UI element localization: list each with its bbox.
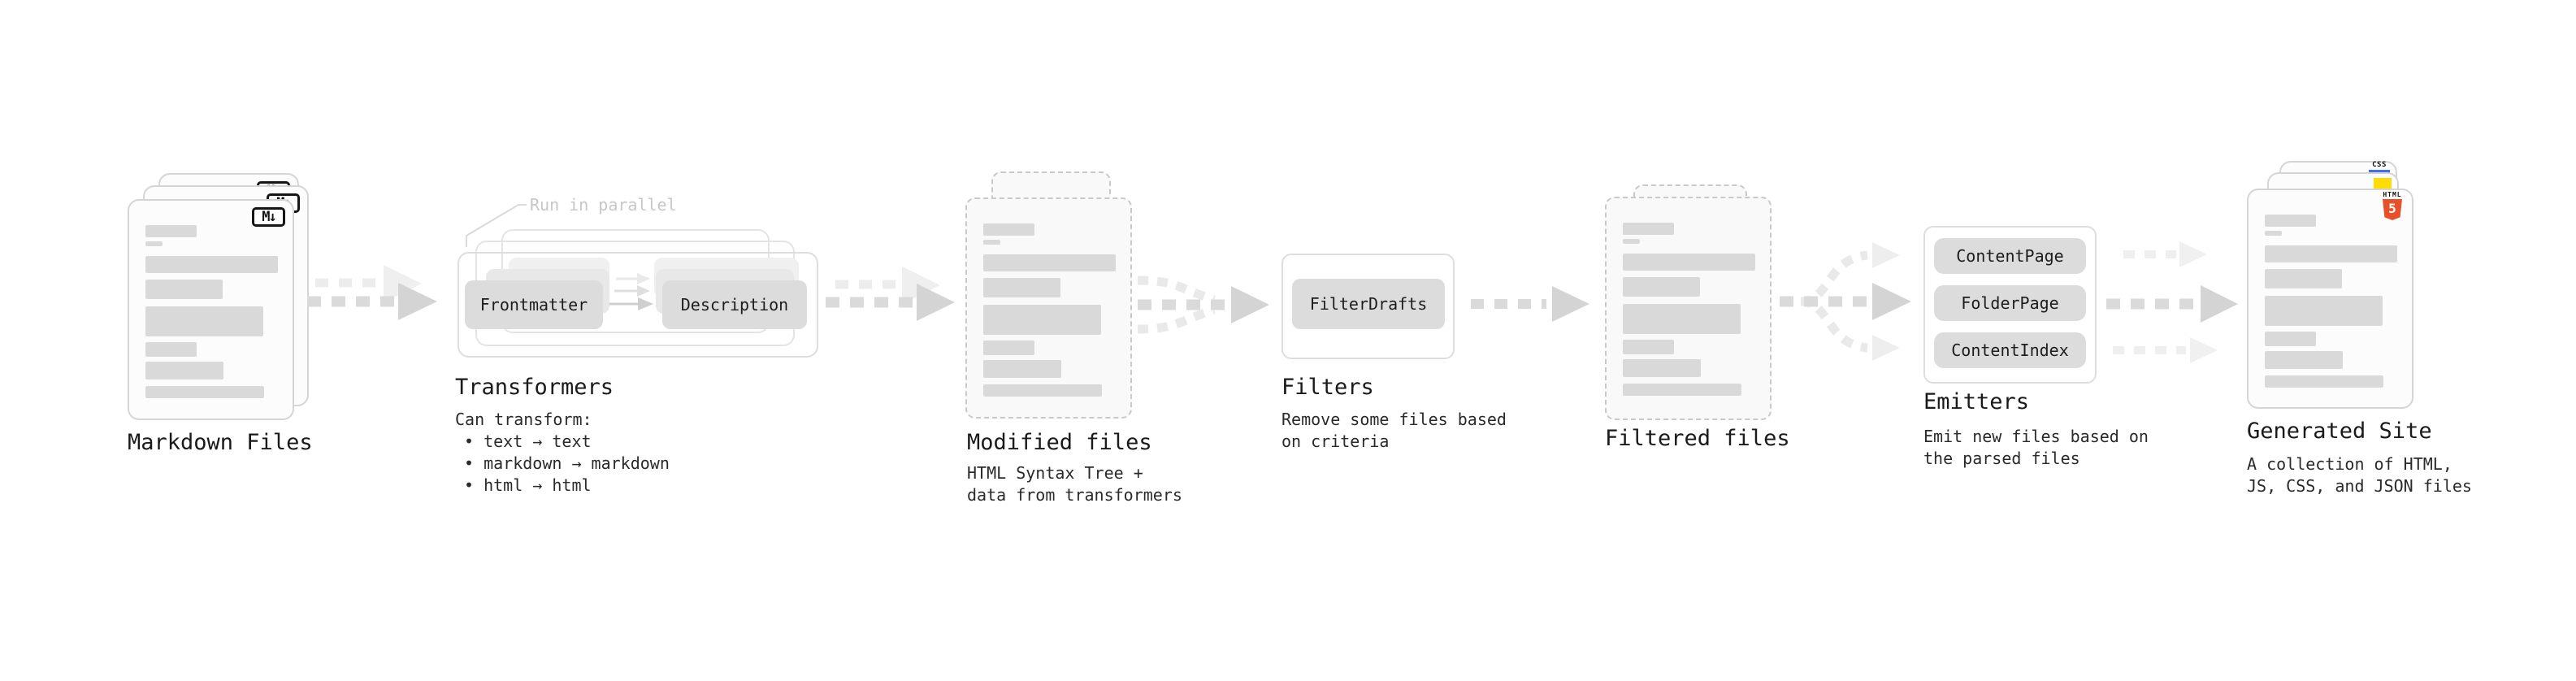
placeholder-text-bar (2265, 215, 2316, 227)
html5-shield: 5 (2383, 199, 2402, 220)
placeholder-text-bar (1623, 340, 1674, 354)
html5-icon: HTML 5 (2382, 191, 2403, 220)
filtered-file-front (1605, 197, 1772, 420)
description-line: Can transform: (455, 410, 592, 429)
arrow-filters-to-filtered (1471, 286, 1589, 322)
description-line: data from transformers (967, 485, 1182, 505)
placeholder-text-bar (983, 305, 1101, 335)
document-placeholder-lines (983, 199, 1116, 417)
placeholder-text-bar (145, 306, 263, 336)
filters-description: Remove some files based on criteria (1281, 409, 1507, 453)
description-line: • text → text (464, 432, 592, 451)
filterdrafts-pill: FilterDrafts (1292, 279, 1445, 329)
emitters-description: Emit new files based on the parsed files (1923, 426, 2149, 470)
placeholder-text-bar (1623, 304, 1741, 334)
arrow-emitters-to-generated (2106, 241, 2238, 363)
transformers-description: Can transform: • text → text • markdown … (455, 409, 670, 497)
placeholder-text-bar (983, 223, 1034, 236)
markdown-file-front: M↓ (128, 199, 294, 420)
document-placeholder-lines (2265, 190, 2397, 407)
markdown-files-title: Markdown Files (128, 430, 313, 455)
arrow-transformers-to-modified (826, 267, 955, 321)
placeholder-text-bar (1623, 223, 1674, 235)
js-file-icon (2374, 178, 2392, 189)
transformers-title: Transformers (455, 375, 614, 400)
document-placeholder-lines (1623, 198, 1755, 419)
description-line: Remove some files based (1281, 410, 1507, 429)
markdown-icon: M↓ (252, 207, 285, 227)
placeholder-text-bar (145, 241, 163, 246)
description-line: JS, CSS, and JSON files (2247, 476, 2472, 496)
placeholder-text-bar (2265, 245, 2397, 262)
placeholder-text-bar (983, 254, 1116, 271)
frontmatter-pill: Frontmatter (465, 280, 603, 329)
transformer-lane-front (458, 252, 818, 358)
description-line: HTML Syntax Tree + (967, 463, 1143, 483)
document-placeholder-lines (145, 201, 278, 419)
emitters-title: Emitters (1923, 389, 2030, 414)
placeholder-text-bar (145, 225, 197, 237)
generated-file-html (2247, 189, 2413, 409)
placeholder-text-bar (2265, 351, 2343, 369)
css-label: CSS (2372, 161, 2387, 169)
placeholder-text-bar (2265, 231, 2282, 236)
description-line: on criteria (1281, 432, 1390, 451)
emitter-pill-contentpage: ContentPage (1934, 238, 2086, 274)
placeholder-text-bar (1623, 359, 1701, 377)
description-line: • html → html (464, 475, 592, 495)
modified-files-title: Modified files (967, 430, 1152, 455)
placeholder-text-bar (2265, 269, 2342, 288)
placeholder-text-bar (1623, 384, 1741, 396)
placeholder-text-bar (1623, 277, 1700, 297)
emitter-pill-folderpage: FolderPage (1934, 285, 2086, 321)
placeholder-text-bar (983, 278, 1060, 297)
placeholder-text-bar (1623, 239, 1640, 244)
placeholder-text-bar (2265, 375, 2383, 388)
placeholder-text-bar (983, 360, 1061, 378)
description-line: Emit new files based on (1923, 427, 2149, 446)
placeholder-text-bar (2265, 332, 2316, 346)
css-file-icon: CSS (2369, 162, 2390, 173)
run-in-parallel-annotation: Run in parallel (530, 195, 677, 215)
placeholder-text-bar (145, 362, 223, 380)
placeholder-text-bar (145, 256, 278, 273)
filters-title: Filters (1281, 375, 1374, 400)
filtered-files-title: Filtered files (1605, 426, 1790, 451)
arrow-modified-to-filters (1137, 275, 1269, 334)
placeholder-text-bar (2265, 296, 2383, 326)
generated-site-description: A collection of HTML, JS, CSS, and JSON … (2247, 453, 2472, 497)
description-line: A collection of HTML, (2247, 454, 2452, 474)
placeholder-text-bar (983, 240, 1000, 245)
html5-label: HTML (2383, 191, 2402, 198)
placeholder-text-bar (983, 384, 1102, 397)
modified-files-description: HTML Syntax Tree + data from transformer… (967, 462, 1182, 506)
description-line: • markdown → markdown (464, 453, 670, 473)
placeholder-text-bar (983, 340, 1034, 355)
description-pill: Description (662, 280, 807, 329)
arrow-filtered-to-emitters (1780, 242, 1911, 361)
modified-file-front (965, 197, 1132, 419)
placeholder-text-bar (1623, 254, 1755, 271)
placeholder-text-bar (145, 342, 197, 357)
description-line: the parsed files (1923, 449, 2080, 468)
placeholder-text-bar (145, 386, 264, 398)
arrow-markdown-to-transformers (307, 265, 437, 320)
placeholder-text-bar (145, 280, 223, 299)
emitter-pill-contentindex: ContentIndex (1934, 332, 2086, 368)
generated-site-title: Generated Site (2247, 419, 2432, 444)
css-blue-bar (2369, 170, 2390, 173)
